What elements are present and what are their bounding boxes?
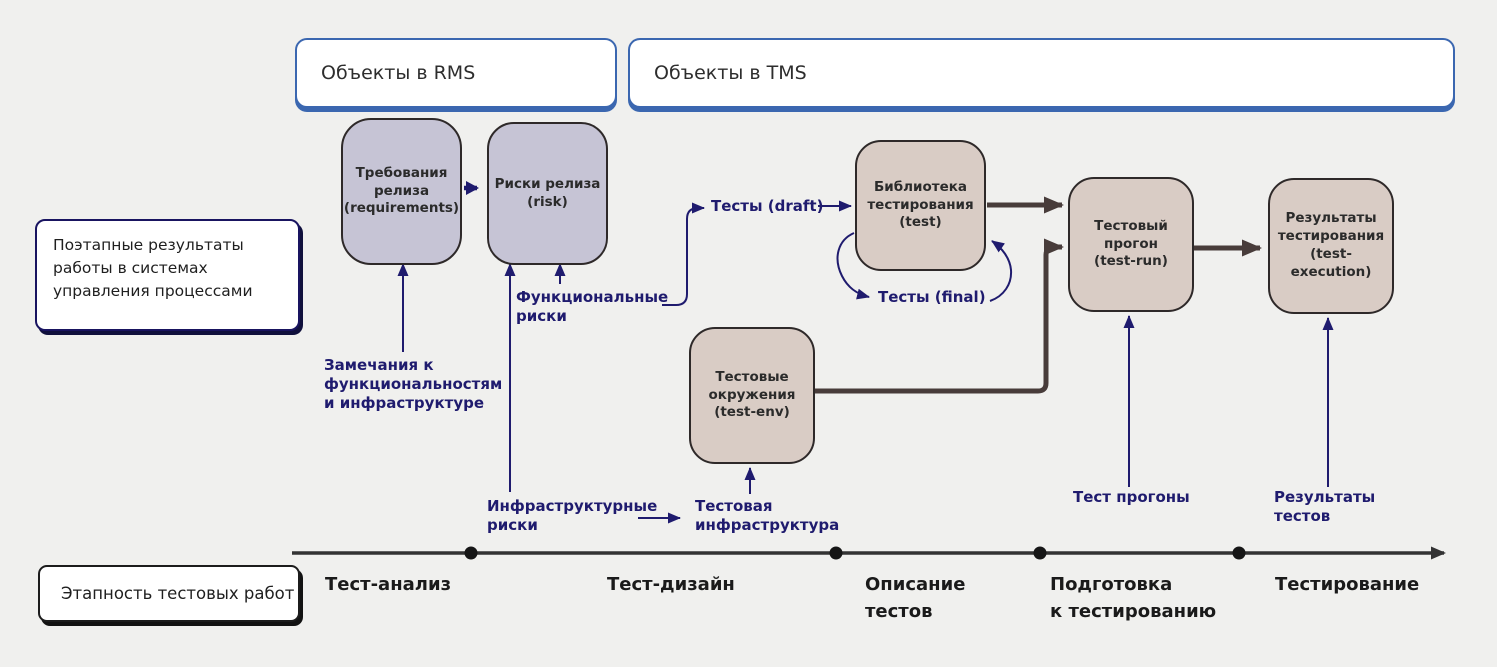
node-test-library: Библиотека тестирования (test) [855, 140, 986, 271]
node-release-risks-title: Риски релиза [494, 175, 601, 192]
node-release-requirements-title: Требования релиза [355, 164, 448, 199]
stage-test-design: Тест-дизайн [607, 574, 735, 595]
stage-testing: Тестирование [1275, 574, 1420, 595]
arrow-tests-final-to-library-loop [989, 240, 1013, 302]
node-test-run: Тестовый прогон (test-run) [1068, 177, 1194, 312]
arrow-funcrisks-to-tests-draft [662, 202, 705, 306]
timeline-dot-2 [829, 546, 843, 560]
stage-test-description: Описание тестов [865, 574, 966, 622]
node-release-requirements: Требования релиза (requirements) [341, 118, 462, 265]
node-test-execution-code: (test-execution) [1290, 246, 1372, 280]
label-remarks: Замечания к функциональностям и инфрастр… [324, 356, 503, 412]
label-tests-draft: Тесты (draft) [711, 197, 824, 215]
node-test-env: Тестовые окружения (test-env) [689, 327, 815, 464]
node-test-env-title: Тестовые окружения [708, 368, 796, 403]
label-test-infrastructure: Тестовая инфраструктура [695, 497, 840, 534]
node-test-execution-title: Результаты тестирования [1277, 210, 1385, 245]
node-test-run-title: Тестовый прогон [1094, 217, 1168, 252]
node-test-library-code: (test) [899, 214, 942, 231]
tms-objects-header-label: Объекты в TMS [654, 62, 807, 84]
stage-note: Этапность тестовых работ [38, 565, 300, 622]
process-results-note-text: Поэтапные результаты работы в системах у… [53, 236, 253, 300]
label-test-runs: Тест прогоны [1073, 488, 1190, 506]
node-test-library-title: Библиотека тестирования [867, 178, 974, 213]
timeline-dot-3 [1033, 546, 1047, 560]
stage-test-preparation: Подготовка к тестированию [1050, 574, 1217, 622]
timeline-dot-4 [1232, 546, 1246, 560]
stage-note-text: Этапность тестовых работ [61, 584, 295, 603]
node-test-execution: Результаты тестирования (test-execution) [1268, 178, 1394, 314]
label-tests-final: Тесты (final) [878, 288, 986, 306]
timeline-dot-1 [464, 546, 478, 560]
label-infrastructure-risks: Инфраструктурные риски [487, 497, 658, 534]
rms-objects-header-label: Объекты в RMS [321, 62, 476, 84]
node-release-risks: Риски релиза (risk) [487, 122, 608, 265]
rms-objects-header: Объекты в RMS [295, 38, 617, 108]
label-functional-risks: Функциональные риски [516, 288, 669, 325]
node-release-requirements-code: (requirements) [343, 200, 460, 217]
tms-objects-header: Объекты в TMS [628, 38, 1455, 108]
stage-test-analysis: Тест-анализ [325, 574, 452, 595]
process-results-note: Поэтапные результаты работы в системах у… [35, 219, 300, 331]
node-test-run-code: (test-run) [1094, 253, 1168, 270]
node-release-risks-code: (risk) [527, 193, 568, 210]
node-test-env-code: (test-env) [714, 404, 790, 421]
label-test-results: Результаты тестов [1274, 488, 1376, 525]
